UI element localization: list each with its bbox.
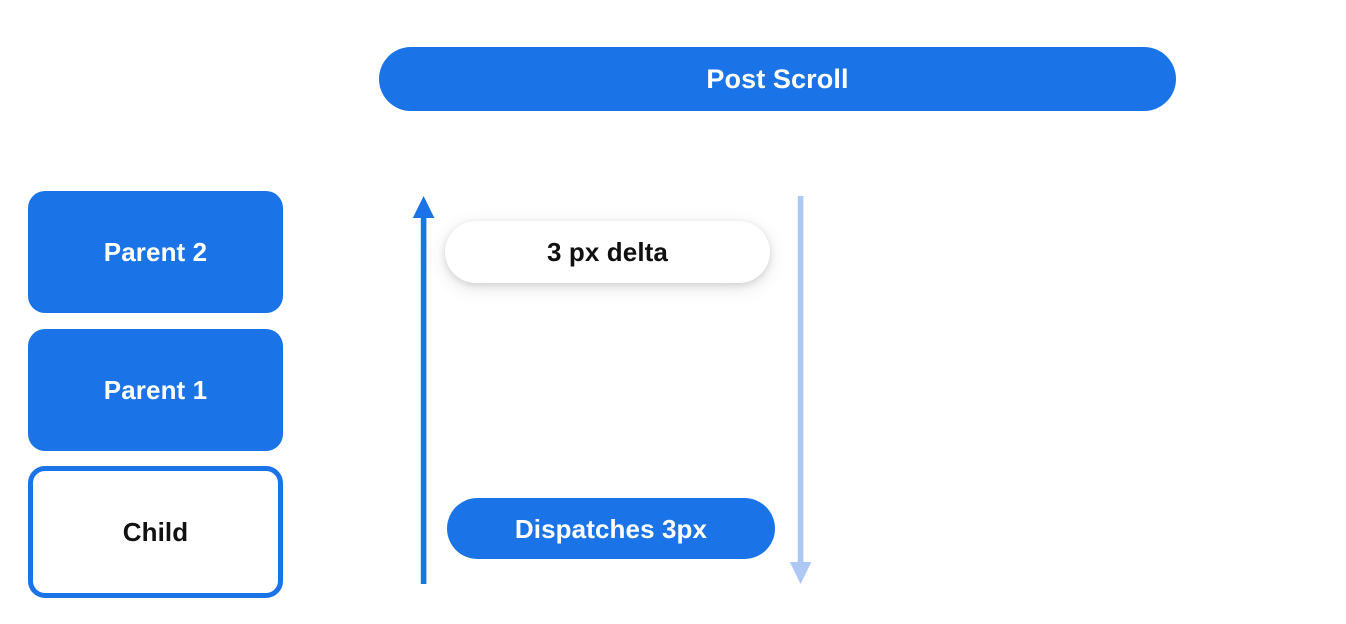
post-scroll-title: Post Scroll bbox=[706, 63, 849, 94]
box-child: Child bbox=[28, 466, 283, 598]
box-parent-2: Parent 2 bbox=[28, 191, 283, 313]
box-parent-2-label: Parent 2 bbox=[103, 237, 208, 267]
post-scroll-bar: Post Scroll bbox=[379, 47, 1176, 111]
dispatch-pill: Dispatches 3px bbox=[447, 498, 775, 559]
arrow-down-icon bbox=[789, 196, 812, 584]
dispatch-pill-label: Dispatches 3px bbox=[514, 513, 708, 544]
delta-pill-label: 3 px delta bbox=[547, 237, 668, 267]
box-parent-1: Parent 1 bbox=[28, 329, 283, 451]
box-parent-1-label: Parent 1 bbox=[103, 375, 208, 405]
arrow-up-icon bbox=[412, 196, 435, 584]
box-child-label: Child bbox=[122, 517, 189, 547]
delta-pill: 3 px delta bbox=[445, 221, 770, 283]
